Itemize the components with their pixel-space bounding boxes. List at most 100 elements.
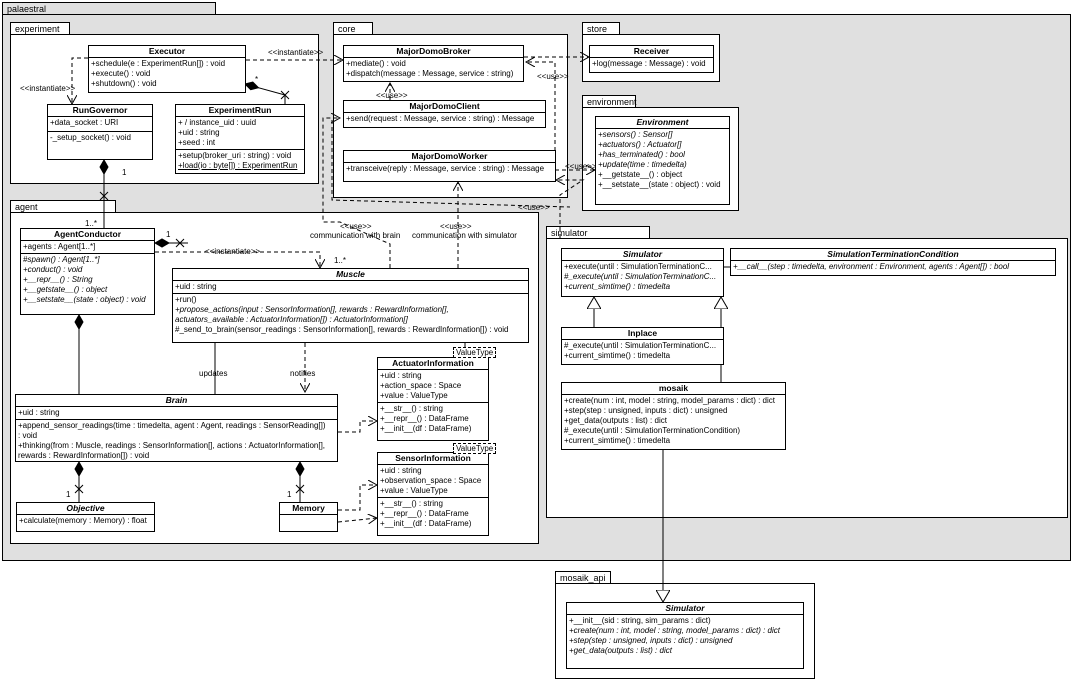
op-line: +actuators() : Actuator[]: [598, 140, 682, 149]
class-rungovernor-ops: -_setup_socket() : void: [48, 132, 152, 144]
class-receiver-name: Receiver: [590, 46, 713, 58]
package-mosaik-api-tab: mosaik_api: [555, 571, 611, 583]
package-core-label: core: [338, 24, 356, 34]
label-comm-brain: communication with brain: [310, 231, 401, 240]
class-conductor-name: AgentConductor: [21, 229, 154, 241]
op-line: +send(request : Message, service : strin…: [346, 114, 535, 123]
op-line: +step(step : unsigned, inputs : dict) : …: [564, 406, 728, 415]
op-line: #_execute(until : SimulationTerminationC…: [564, 272, 717, 281]
op-line: +get_data(outputs : list) : dict: [564, 416, 667, 425]
class-majordomoworker: MajorDomoWorker +transceive(reply : Mess…: [343, 150, 556, 182]
op-line: +dispatch(message : Message, service : s…: [346, 69, 514, 78]
class-broker-ops: +mediate() : void +dispatch(message : Me…: [344, 58, 523, 80]
class-worker-name: MajorDomoWorker: [344, 151, 555, 163]
package-environment-label: environment: [587, 97, 637, 107]
op-line: +setup(broker_uri : string) : void: [178, 151, 292, 160]
op-line: +__setstate__(state : object) : void: [23, 295, 146, 304]
op-line: +create(num : int, model : string, model…: [569, 626, 780, 635]
label-use-broker-receiver: <<use>>: [537, 72, 569, 81]
attr-line: +value : ValueType: [380, 486, 448, 495]
class-actuator-attrs: +uid : string +action_space : Space +val…: [378, 370, 488, 403]
class-conductor-attrs: +agents : Agent[1..*]: [21, 241, 154, 254]
op-line: +__getstate__() : object: [23, 285, 108, 294]
class-majordomoclient: MajorDomoClient +send(request : Message,…: [343, 100, 546, 128]
class-sensorinformation: SensorInformation +uid : string +observa…: [377, 452, 489, 536]
label-comm-sim: communication with simulator: [412, 231, 517, 240]
package-agent-tab: agent: [10, 200, 116, 212]
op-line: +execute() : void: [91, 69, 151, 78]
class-api-simulator-name: Simulator: [567, 603, 803, 615]
class-muscle: Muscle +uid : string +run() +propose_act…: [172, 268, 529, 343]
op-line: actuators_available : ActuatorInformatio…: [175, 315, 408, 324]
op-line: +schedule(e : ExperimentRun[]) : void: [91, 59, 226, 68]
op-line: +current_simtime() : timedelta: [564, 436, 671, 445]
class-brain-attrs: +uid : string: [16, 407, 337, 420]
op-line: +__repr__() : DataFrame: [380, 509, 469, 518]
package-agent-label: agent: [15, 202, 38, 212]
class-sensor-ops: +__str__() : string +__repr__() : DataFr…: [378, 498, 488, 530]
package-store-label: store: [587, 24, 608, 34]
op-line: +__repr__() : DataFrame: [380, 414, 469, 423]
op-line: +__init__(df : DataFrame): [380, 519, 472, 528]
package-experiment-label: experiment: [15, 24, 60, 34]
class-objective: Objective +calculate(memory : Memory) : …: [16, 502, 155, 532]
label-onemany-conductor: 1..*: [85, 219, 98, 228]
op-line: +get_data(outputs : list) : dict: [569, 646, 672, 655]
class-rungovernor-attrs: +data_socket : URI: [48, 117, 152, 132]
op-line: +__init__(sid : string, sim_params : dic…: [569, 616, 711, 625]
class-experimentrun: ExperimentRun + / instance_uid : uuid +u…: [175, 104, 305, 174]
class-actuatorinformation: ActuatorInformation +uid : string +actio…: [377, 357, 489, 441]
class-api-simulator: Simulator +__init__(sid : string, sim_pa…: [566, 602, 804, 669]
template-actuator: ValueType: [453, 347, 497, 358]
attr-line: +action_space : Space: [380, 381, 462, 390]
op-line: #_execute(until : SimulationTerminationC…: [564, 426, 741, 435]
label-instantiate-rungovernor: <<instantiate>>: [20, 84, 76, 93]
class-client-ops: +send(request : Message, service : strin…: [344, 113, 545, 125]
class-simterm-ops: +__call__(step : timedelta, environment …: [731, 261, 1055, 273]
package-core-tab: core: [333, 22, 373, 34]
attr-line: +uid : string: [175, 282, 217, 291]
class-conductor-ops: #spawn() : Agent[1..*] +conduct() : void…: [21, 254, 154, 306]
class-experimentrun-ops: +setup(broker_uri : string) : void +load…: [176, 150, 304, 172]
op-line: +__setstate__(state : object) : void: [598, 180, 721, 189]
op-line: #_send_to_brain(sensor_readings : Sensor…: [175, 325, 509, 334]
op-line: +run(): [175, 295, 197, 304]
class-objective-ops: +calculate(memory : Memory) : float: [17, 515, 154, 527]
op-line: +calculate(memory : Memory) : float: [19, 516, 147, 525]
label-instantiate-broker: <<instantiate>>: [268, 48, 324, 57]
class-inplace: Inplace #_execute(until : SimulationTerm…: [561, 327, 724, 365]
op-line: +mediate() : void: [346, 59, 406, 68]
op-line: +current_simtime() : timedelta: [564, 351, 671, 360]
label-one-governor: 1: [122, 168, 127, 177]
op-line: +__repr__() : String: [23, 275, 93, 284]
label-use-worker-env: <<use>>: [565, 162, 597, 171]
class-environment-ops: +sensors() : Sensor[] +actuators() : Act…: [596, 129, 729, 191]
attr-line: +seed : int: [178, 138, 216, 147]
attr-line: +value : ValueType: [380, 391, 448, 400]
class-actuator-name: ActuatorInformation: [378, 358, 488, 370]
label-many-executor: *: [255, 75, 259, 84]
op-line: +has_terminated() : bool: [598, 150, 685, 159]
op-line: +update(time : timedelta): [598, 160, 687, 169]
class-sensor-attrs: +uid : string +observation_space : Space…: [378, 465, 488, 498]
attr-line: +uid : string: [18, 408, 60, 417]
class-memory-name: Memory: [280, 503, 337, 515]
label-use-simulator: <<use>>: [518, 203, 550, 212]
op-line: +sensors() : Sensor[]: [598, 130, 673, 139]
op-line: +current_simtime() : timedelta: [564, 282, 671, 291]
label-updates: updates: [199, 369, 228, 378]
class-environment-name: Environment: [596, 117, 729, 129]
op-line: +__str__() : string: [380, 499, 443, 508]
attr-line: +uid : string: [380, 371, 422, 380]
op-line: +conduct() : void: [23, 265, 83, 274]
class-sensor-name: SensorInformation: [378, 453, 488, 465]
label-onemany-muscle: 1..*: [334, 256, 347, 265]
attr-line: +observation_space : Space: [380, 476, 482, 485]
class-muscle-attrs: +uid : string: [173, 281, 528, 294]
class-simterminationcondition: SimulationTerminationCondition +__call__…: [730, 248, 1056, 276]
class-actuator-ops: +__str__() : string +__repr__() : DataFr…: [378, 403, 488, 435]
class-receiver: Receiver +log(message : Message) : void: [589, 45, 714, 73]
package-simulator-tab: simulator: [546, 226, 650, 238]
class-mosaik-ops: +create(num : int, model : string, model…: [562, 395, 785, 447]
class-rungovernor: RunGovernor +data_socket : URI -_setup_s…: [47, 104, 153, 160]
